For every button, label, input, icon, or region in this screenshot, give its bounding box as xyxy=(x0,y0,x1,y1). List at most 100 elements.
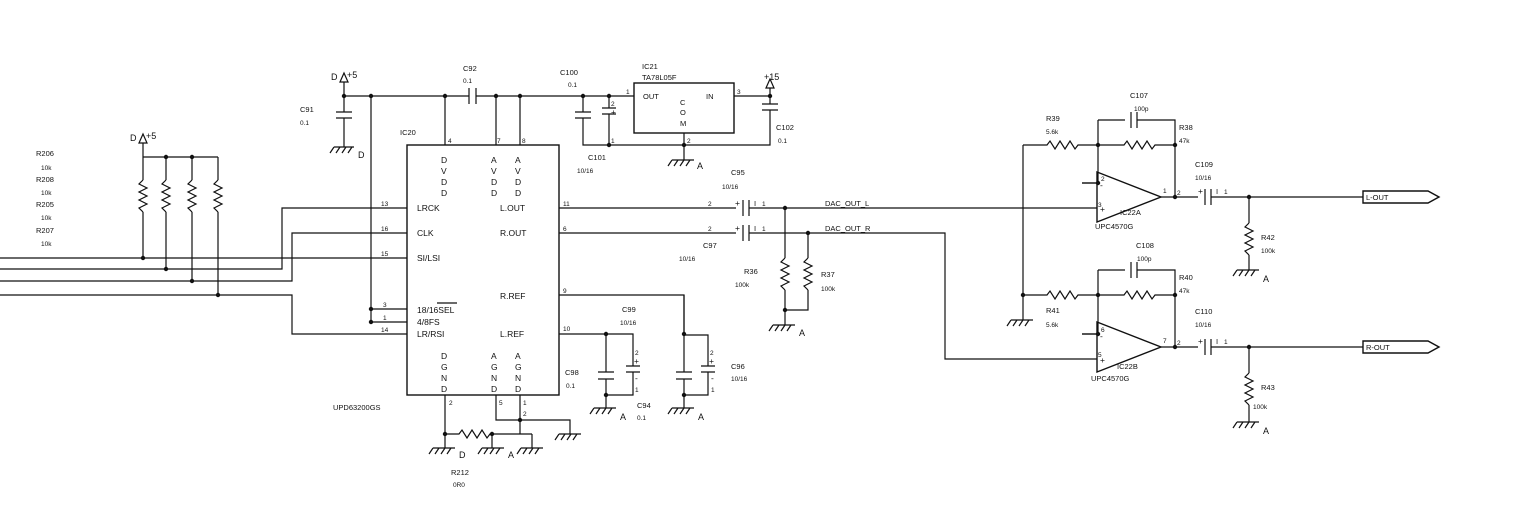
resistor-r205 xyxy=(186,179,198,213)
ic20-pin11: 11 xyxy=(563,201,570,208)
ic22b-ref: IC22B xyxy=(1117,362,1138,371)
val-r37: 100k xyxy=(821,286,836,293)
svg-text:V: V xyxy=(441,166,447,176)
power-value-d5: +5 xyxy=(347,70,357,80)
ic20-label-lrck: LRCK xyxy=(417,203,440,213)
gnd-label-c96: A xyxy=(698,412,704,422)
svg-text:V: V xyxy=(515,166,521,176)
ref-r37: R37 xyxy=(821,270,835,279)
svg-text:1: 1 xyxy=(1224,339,1228,346)
power-value-15: +15 xyxy=(764,72,779,82)
ic22a-ref: IC22A xyxy=(1120,208,1141,217)
connector-r-out[interactable] xyxy=(1362,340,1441,354)
svg-text:C: C xyxy=(680,98,686,107)
resistor-r208 xyxy=(160,179,172,213)
resistor-r36 xyxy=(779,257,791,291)
svg-text:O: O xyxy=(680,108,686,117)
ic21-pin1: 1 xyxy=(626,89,630,96)
val-c110: 10/16 xyxy=(1195,322,1212,329)
ref-r41: R41 xyxy=(1046,306,1060,315)
svg-text:V: V xyxy=(491,166,497,176)
ic22b-pin5: 5 xyxy=(1098,352,1102,359)
svg-text:G: G xyxy=(515,362,522,372)
svg-text:M: M xyxy=(680,119,686,128)
svg-text:2: 2 xyxy=(611,101,615,108)
val-r212: 0R0 xyxy=(453,482,465,489)
ic21-pin3: 3 xyxy=(737,89,741,96)
val-r207: 10k xyxy=(41,241,52,248)
svg-text:D: D xyxy=(441,155,447,165)
ic22a-pin1: 1 xyxy=(1163,188,1167,195)
svg-text:D: D xyxy=(441,188,447,198)
ref-c92: C92 xyxy=(463,64,477,73)
svg-text:1: 1 xyxy=(762,201,766,208)
pullup-resistors xyxy=(137,132,224,298)
power-flag-d5b xyxy=(138,132,148,144)
val-c91: 0.1 xyxy=(300,120,309,127)
connector-l-out[interactable] xyxy=(1362,190,1441,204)
ic20-bottom-labels: D G N D A G N D A G N D xyxy=(441,351,522,394)
ic22b-part: UPC4570G xyxy=(1091,374,1130,383)
ic21-ref: IC21 xyxy=(642,62,658,71)
val-r39: 5.6k xyxy=(1046,129,1059,136)
ref-r207: R207 xyxy=(36,226,54,235)
svg-text:-: - xyxy=(1100,331,1103,341)
ic22a-pin2out: 2 xyxy=(1177,190,1181,197)
svg-text:-: - xyxy=(635,373,638,383)
gnd-label-ic21: A xyxy=(697,161,703,171)
ref-c95: C95 xyxy=(731,168,745,177)
svg-text:I: I xyxy=(1216,187,1218,196)
val-c94: 0.1 xyxy=(637,415,646,422)
svg-text:I: I xyxy=(1216,337,1218,346)
val-c92: 0.1 xyxy=(463,78,472,85)
ref-c109: C109 xyxy=(1195,160,1213,169)
svg-text:D: D xyxy=(441,177,447,187)
svg-text:1: 1 xyxy=(611,138,615,145)
ref-r42: R42 xyxy=(1261,233,1275,242)
ic20-pin5: 5 xyxy=(499,400,503,407)
ref-c100: C100 xyxy=(560,68,578,77)
val-c99: 10/16 xyxy=(620,320,637,327)
val-c109: 10/16 xyxy=(1195,175,1212,182)
ic20-pin14: 14 xyxy=(381,327,389,334)
val-c95: 10/16 xyxy=(722,184,739,191)
ic20-label-fs: 4/8FS xyxy=(417,317,440,327)
svg-text:N: N xyxy=(491,373,497,383)
svg-text:+: + xyxy=(735,198,740,208)
gnd-label-agnd: A xyxy=(508,450,514,460)
svg-text:D: D xyxy=(515,384,521,394)
ref-c107: C107 xyxy=(1130,91,1148,100)
svg-text:+: + xyxy=(634,356,639,366)
ic20-ref: IC20 xyxy=(400,128,416,137)
connector-r-out-label: R-OUT xyxy=(1366,343,1390,352)
power-rail-d5 xyxy=(329,71,606,325)
svg-text:A: A xyxy=(491,351,497,361)
svg-text:1: 1 xyxy=(762,226,766,233)
ic20-pin1b: 1 xyxy=(523,400,527,407)
svg-text:+: + xyxy=(1198,336,1203,346)
val-r38: 47k xyxy=(1179,138,1190,145)
svg-text:I: I xyxy=(754,199,756,208)
dac-output-wiring xyxy=(559,200,1091,360)
opamp-ic22b xyxy=(1006,145,1363,429)
svg-text:-: - xyxy=(711,373,714,383)
svg-text:A: A xyxy=(515,155,521,165)
ref-caps xyxy=(559,294,715,415)
ic20-pin7: 7 xyxy=(497,138,501,145)
net-dac-out-l: DAC_OUT_L xyxy=(825,199,869,208)
resistor-r37 xyxy=(802,257,814,291)
svg-text:N: N xyxy=(515,373,521,383)
svg-text:G: G xyxy=(491,362,498,372)
svg-text:+: + xyxy=(1100,355,1105,365)
ic20-label-silsi: SI/LSI xyxy=(417,253,440,263)
svg-text:A: A xyxy=(515,351,521,361)
ref-c91: C91 xyxy=(300,105,314,114)
ic22a-pin3: 3 xyxy=(1098,202,1102,209)
ic22b-pin7: 7 xyxy=(1163,338,1167,345)
val-r206: 10k xyxy=(41,165,52,172)
svg-text:D: D xyxy=(491,384,497,394)
svg-text:2: 2 xyxy=(635,350,639,357)
ic20-pin3: 3 xyxy=(383,302,387,309)
val-r208: 10k xyxy=(41,190,52,197)
